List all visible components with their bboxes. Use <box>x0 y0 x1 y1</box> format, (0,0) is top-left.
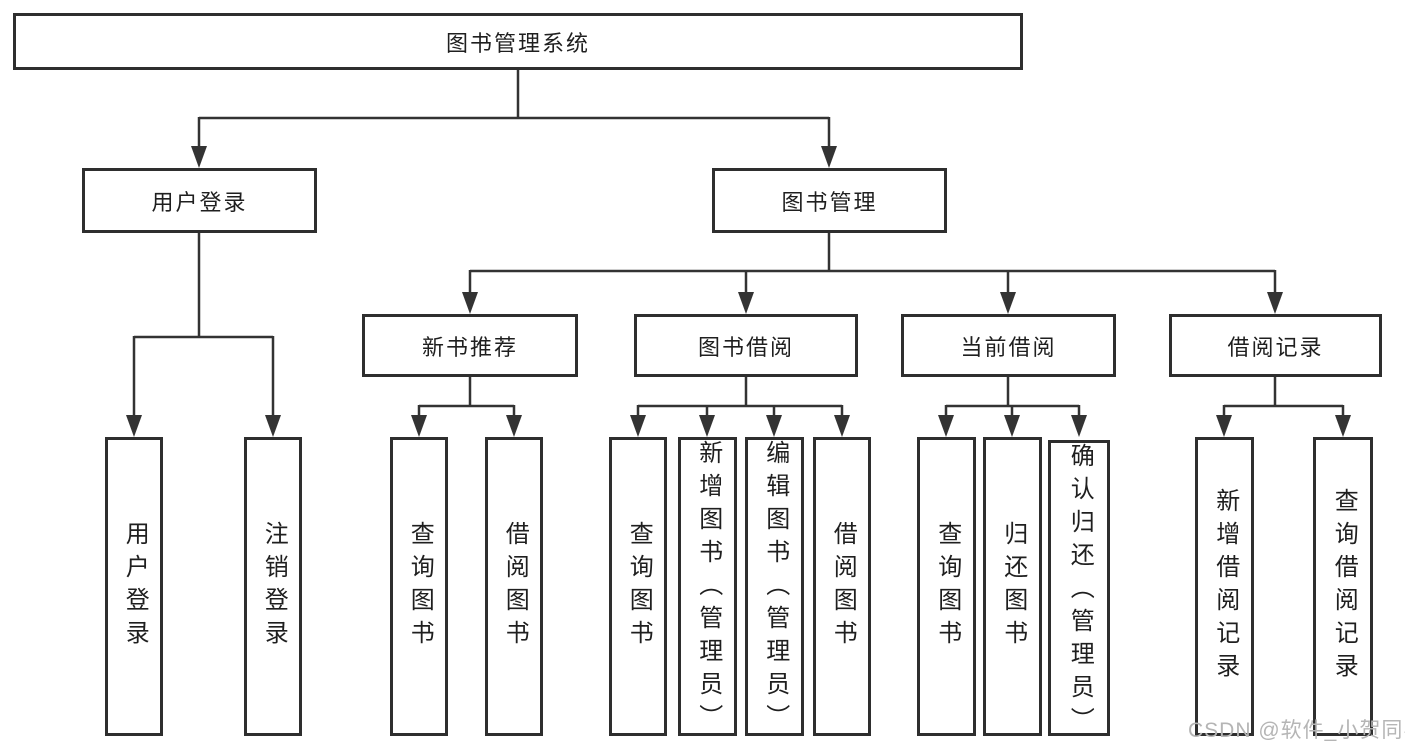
leaf-add-books-admin: 新增图书（管理员） <box>678 437 737 737</box>
arrowhead <box>126 415 142 437</box>
arrowhead <box>1071 415 1087 437</box>
leaf-logout-login: 注销登录 <box>244 437 302 736</box>
arrowhead <box>411 415 427 437</box>
leaf-edit-books-admin: 编辑图书（管理员） <box>745 437 804 737</box>
node-root-system: 图书管理系统 <box>13 13 1023 70</box>
leaf-query-borrow-record: 查询借阅记录 <box>1313 437 1373 736</box>
node-user-login: 用户登录 <box>82 168 317 233</box>
arrowhead <box>834 415 850 437</box>
leaf-query-books-recommend: 查询图书 <box>390 437 448 736</box>
arrowhead <box>938 415 954 437</box>
node-book-management: 图书管理 <box>712 168 947 233</box>
leaf-add-borrow-record: 新增借阅记录 <box>1195 437 1254 736</box>
csdn-watermark: CSDN @软件_小贺同学 <box>1188 719 1405 742</box>
node-new-book-recommend: 新书推荐 <box>362 314 578 377</box>
arrowhead <box>821 146 837 168</box>
arrowhead <box>1004 415 1020 437</box>
arrowhead <box>1335 415 1351 437</box>
arrowhead <box>630 415 646 437</box>
leaf-query-books-current: 查询图书 <box>917 437 976 736</box>
leaf-return-books: 归还图书 <box>983 437 1042 736</box>
leaf-confirm-return-admin: 确认归还（管理员） <box>1048 440 1110 740</box>
leaf-borrow-books-borrowing: 借阅图书 <box>813 437 871 736</box>
leaf-user-login: 用户登录 <box>105 437 163 736</box>
arrowhead <box>191 146 207 168</box>
node-current-borrowing: 当前借阅 <box>901 314 1116 377</box>
node-borrowing-records: 借阅记录 <box>1169 314 1382 377</box>
arrowhead <box>1267 292 1283 314</box>
leaf-borrow-books-recommend: 借阅图书 <box>485 437 543 736</box>
arrowhead <box>462 292 478 314</box>
arrowhead <box>766 415 782 437</box>
arrowhead <box>506 415 522 437</box>
node-book-borrowing: 图书借阅 <box>634 314 858 377</box>
arrowhead <box>1216 415 1232 437</box>
arrowhead <box>738 292 754 314</box>
arrowhead <box>265 415 281 437</box>
leaf-query-books-borrowing: 查询图书 <box>609 437 667 736</box>
arrowhead <box>699 415 715 437</box>
arrowhead <box>1000 292 1016 314</box>
